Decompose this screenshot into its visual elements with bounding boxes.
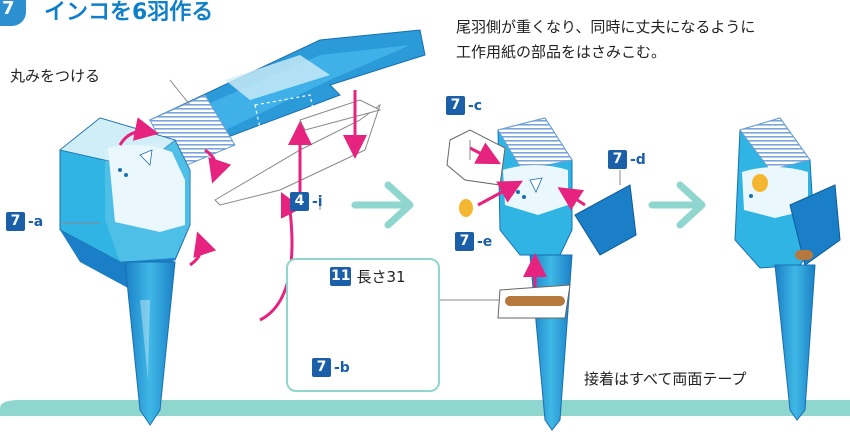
flow-arrow-2 (648, 181, 706, 229)
tag-7b: 7 -b (312, 358, 350, 377)
tag-7e-suffix: -e (477, 233, 493, 250)
tag-7e: 7 -e (455, 232, 492, 251)
tag-7b-num: 7 (312, 358, 331, 377)
arrow-side-flap (204, 148, 232, 184)
arrow-7c (469, 142, 501, 165)
length-label: 長さ31 (356, 268, 406, 286)
arrow-tail-flap (189, 231, 217, 267)
tag-7d-suffix: -d (630, 151, 646, 168)
tag-7a-suffix: -a (28, 213, 44, 230)
tag-4i: 4 -i (290, 192, 323, 211)
tag-7c-num: 7 (446, 96, 465, 115)
arrow-round (118, 117, 159, 146)
tag-7e-num: 7 (455, 232, 474, 251)
tag-7b-suffix: -b (334, 359, 350, 376)
right-wing (789, 184, 841, 266)
flow-arrow-1 (351, 181, 414, 229)
tag-7c-suffix: -c (468, 97, 483, 114)
part-7e-beak (459, 199, 473, 217)
part-4i-base (214, 103, 381, 206)
part-7d (574, 184, 637, 256)
note-tail-line2: 工作用紙の部品をはさみこむ。 (456, 43, 667, 61)
step-number: 7 (2, 0, 15, 19)
arrow-7e (477, 180, 523, 207)
tag-7d: 7 -d (608, 150, 646, 169)
inset-detail-frame (286, 258, 440, 392)
middle-bird-body (497, 117, 573, 256)
wing-piece-4i-upper (148, 29, 426, 141)
part-7c (446, 129, 506, 186)
tag-7a-num: 7 (6, 212, 25, 231)
left-tail (124, 261, 176, 426)
note-round: 丸みをつける (10, 67, 101, 85)
note-glue: 接着はすべて両面テープ (584, 370, 747, 388)
tag-11-length: 11 長さ31 (330, 266, 406, 287)
right-tail (774, 264, 816, 421)
right-bird-body (734, 117, 816, 269)
ground-band (0, 400, 850, 416)
step-badge: 7 (0, 0, 26, 26)
arrow-7d (557, 187, 586, 211)
tag-11-num: 11 (330, 267, 352, 286)
roll-core-mid (505, 296, 565, 306)
step-title: インコを6羽作る (44, 0, 214, 25)
left-bird-body (59, 117, 191, 300)
tag-4i-num: 4 (290, 192, 309, 211)
tag-4i-suffix: -i (312, 193, 323, 210)
tag-7a: 7 -a (6, 212, 43, 231)
tag-7d-num: 7 (608, 150, 627, 169)
roll-core-right (795, 250, 813, 260)
note-tail-line1: 尾羽側が重くなり、同時に丈夫になるように (456, 18, 756, 36)
tag-7c: 7 -c (446, 96, 482, 115)
